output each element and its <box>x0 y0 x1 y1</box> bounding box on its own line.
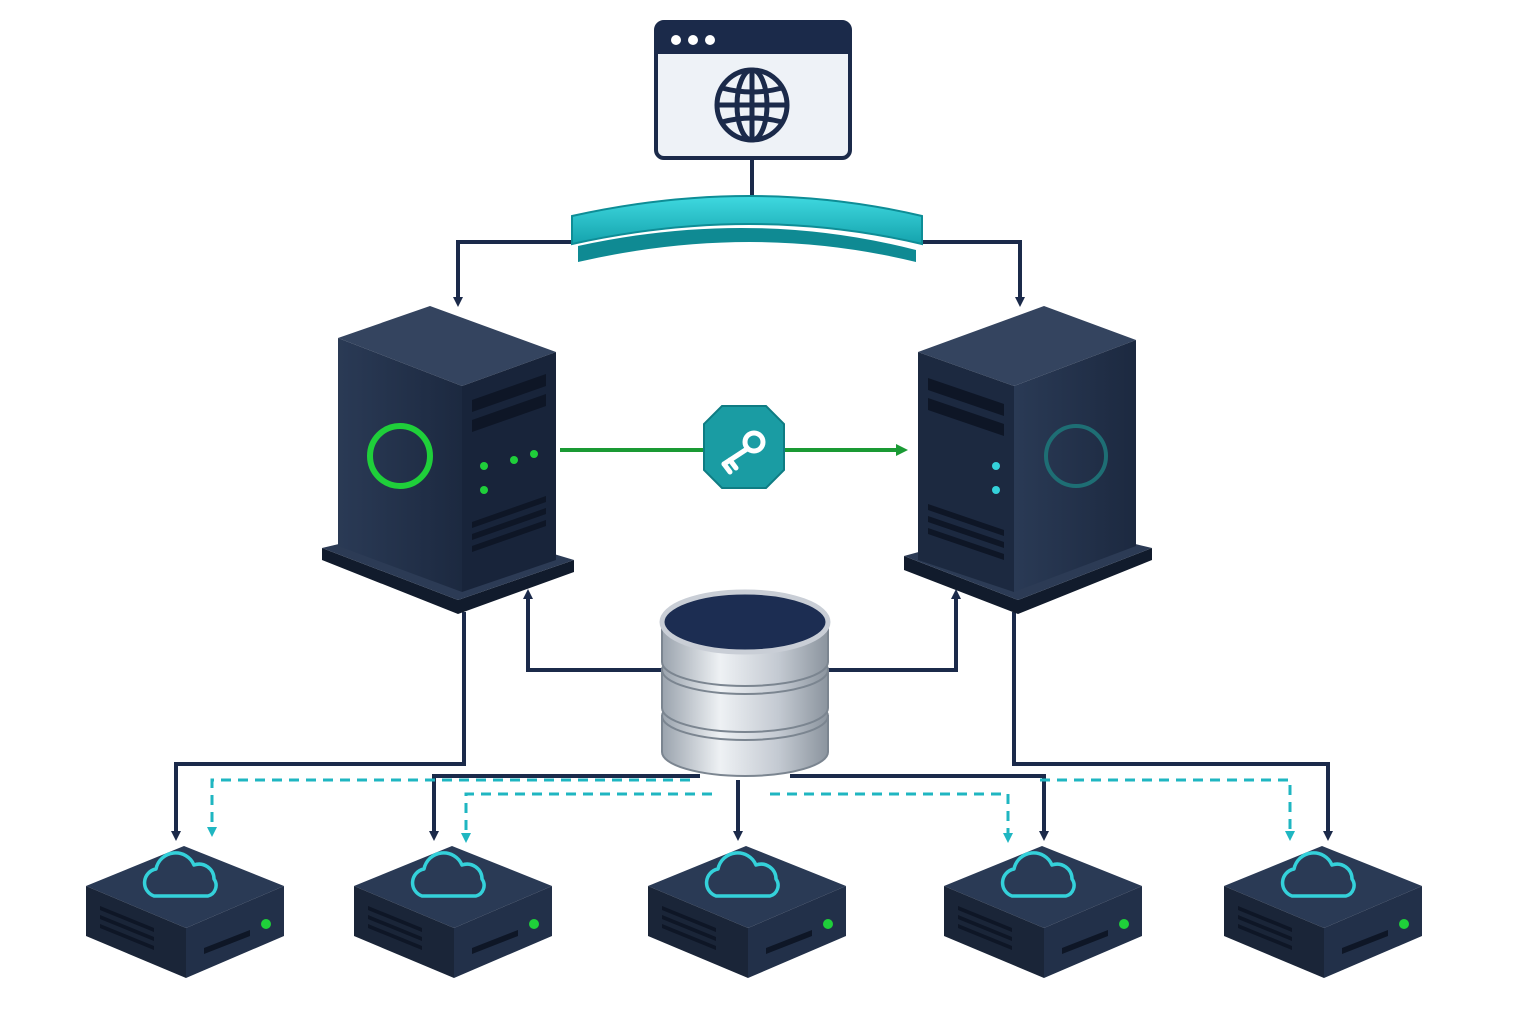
cloud-icon <box>410 851 486 898</box>
window-dot-icon <box>688 35 698 45</box>
key-badge <box>703 405 785 489</box>
cloud-icon <box>1280 851 1356 898</box>
window-dot-icon <box>671 35 681 45</box>
edge-nodes <box>86 846 1422 978</box>
db-to-node-4-line <box>790 774 1049 841</box>
edge-node-3 <box>648 846 846 978</box>
key-icon <box>721 430 766 475</box>
connections <box>171 158 1333 843</box>
node-led-icon <box>1119 919 1129 929</box>
led-icon <box>992 462 1000 470</box>
edge-node-1 <box>86 846 284 978</box>
secondary-status-ring-icon <box>1044 424 1108 488</box>
server-secondary <box>904 306 1152 614</box>
led-icon <box>480 462 488 470</box>
node-led-icon <box>1399 919 1409 929</box>
server-primary <box>322 306 574 614</box>
led-icon <box>510 456 518 464</box>
led-icon <box>480 486 488 494</box>
sync-line-node-2 <box>461 792 712 843</box>
server-left-to-node-1-line <box>171 612 466 841</box>
load-balancer-bar <box>571 195 923 262</box>
node-led-icon <box>261 919 271 929</box>
sync-line-node-4 <box>770 792 1013 843</box>
browser-window <box>654 20 852 160</box>
db-to-server-right-line <box>828 589 961 672</box>
db-to-server-left-line <box>523 589 662 672</box>
node-led-icon <box>529 919 539 929</box>
globe-icon <box>714 67 790 143</box>
lb-to-server-right-line <box>922 240 1025 307</box>
edge-node-2 <box>354 846 552 978</box>
edge-node-5 <box>1224 846 1422 978</box>
database-cylinder <box>659 589 831 777</box>
sync-line-node-5 <box>1040 778 1295 841</box>
server-right-to-node-5-line <box>1012 612 1333 841</box>
primary-status-ring-icon <box>367 423 433 489</box>
edge-node-4 <box>944 846 1142 978</box>
cloud-icon <box>704 851 780 898</box>
window-dot-icon <box>705 35 715 45</box>
led-icon <box>992 486 1000 494</box>
led-icon <box>530 450 538 458</box>
db-to-node-2-line <box>429 774 700 841</box>
node-led-icon <box>823 919 833 929</box>
cloud-icon <box>142 851 218 898</box>
watermark: 聰發大数据 <box>1252 978 1368 1003</box>
lb-to-server-left-line <box>453 240 572 307</box>
cloud-icon <box>1000 851 1076 898</box>
sync-line-node-1 <box>207 778 690 837</box>
